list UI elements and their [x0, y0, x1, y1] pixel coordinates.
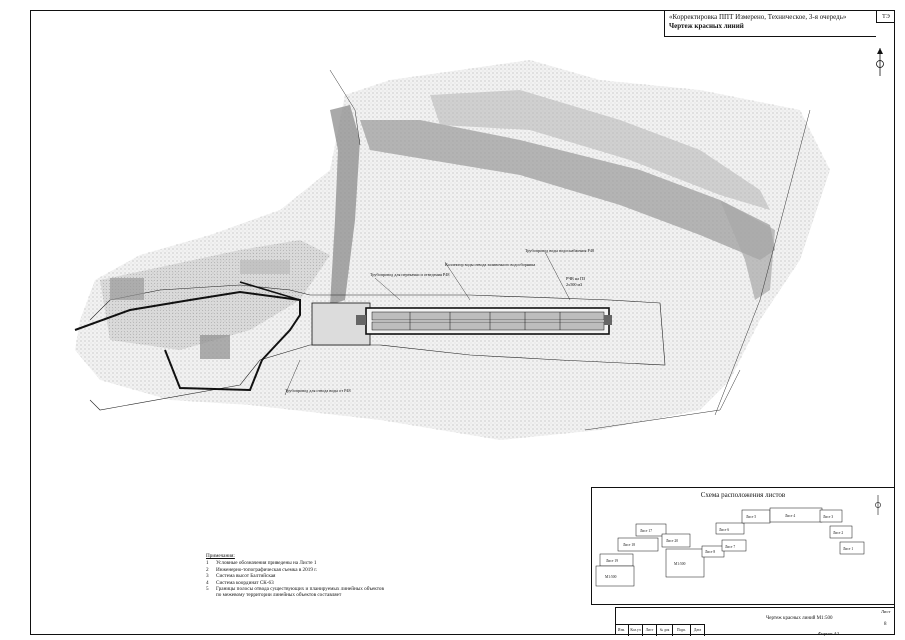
scheme-sheet-1: Лист 1: [843, 547, 853, 551]
scheme-sheet-7: Лист 7: [725, 545, 735, 549]
north-arrow-icon: [876, 48, 884, 76]
stamp-col: Кол.уч: [629, 625, 643, 636]
stamp-col: № док: [657, 625, 673, 636]
stamp-caption: Чертеж красных линий М1:500: [766, 616, 833, 621]
reservoir-structure: [311, 302, 612, 346]
stamp-col: Подп.: [673, 625, 691, 636]
drawing-frame: [30, 10, 895, 635]
scheme-sheet-5: Лист 5: [746, 515, 756, 519]
scheme-sheet-2: Лист 2: [833, 531, 843, 535]
label-pipeline-lower: Трубопровод для отвода воды от Р48: [285, 388, 351, 393]
project-title: «Корректировка ППТ Измерено, Техническое…: [669, 13, 847, 21]
stamp-columns: Изм. Кол.уч Лист № док Подп. Дата: [615, 624, 705, 636]
scheme-sheet-17: Лист 17: [640, 529, 652, 533]
scheme-sheet-19: Лист 19: [606, 559, 618, 563]
stamp-sheet-number: 8: [884, 622, 887, 627]
drawing-title: Чертеж красных линий: [669, 22, 744, 30]
scheme-scale-a: М1:500: [605, 575, 617, 579]
sheet-layout-scheme: Лист 19 М1:500 Лист 18 Лист 17 Лист 20 М…: [595, 495, 881, 587]
title-stamp: Чертеж красных линий М1:500: [615, 607, 895, 635]
stamp-col: Лист: [643, 625, 657, 636]
road-corridors: [330, 90, 775, 305]
title-block: «Корректировка ППТ Измерено, Техническое…: [664, 11, 876, 37]
format-note: Формат А3: [818, 631, 840, 636]
label-reservoir: РЧВ на ПЗ: [566, 276, 585, 281]
label-reservoir-volume: 2х500 м3: [566, 282, 582, 287]
scheme-sheet-8: Лист 8: [705, 550, 715, 554]
stamp-col: Изм.: [615, 625, 629, 636]
scheme-sheet-4: Лист 4: [785, 514, 795, 518]
scheme-sheet-6: Лист 6: [719, 528, 729, 532]
scheme-scale-b: М1:500: [674, 562, 686, 566]
label-pipeline-upper: Трубопровод воды водоснабжения Р48: [525, 248, 594, 253]
planned-alignment: [74, 290, 301, 392]
sheet-code: ТЭ: [876, 11, 895, 23]
notes-heading: Примечания:: [206, 553, 235, 559]
scheme-title: Схема расположения листов: [700, 491, 786, 499]
red-line-boundary: [89, 284, 666, 411]
label-pipeline-left: Трубопровод для перекачки и отведения Р4…: [370, 272, 449, 277]
stamp-sheet-label: Лист: [881, 609, 891, 614]
scheme-frame: Схема расположения листов: [591, 487, 895, 605]
label-collector: Коллектор воды отвода заливочного водосб…: [445, 262, 535, 267]
stamp-col: Дата: [691, 625, 705, 636]
note-item: по межевому территории линейных объектов…: [216, 592, 342, 599]
scheme-sheet-3: Лист 3: [823, 515, 833, 519]
scheme-sheet-20: Лист 20: [666, 539, 678, 543]
scheme-sheet-18: Лист 18: [623, 543, 635, 547]
